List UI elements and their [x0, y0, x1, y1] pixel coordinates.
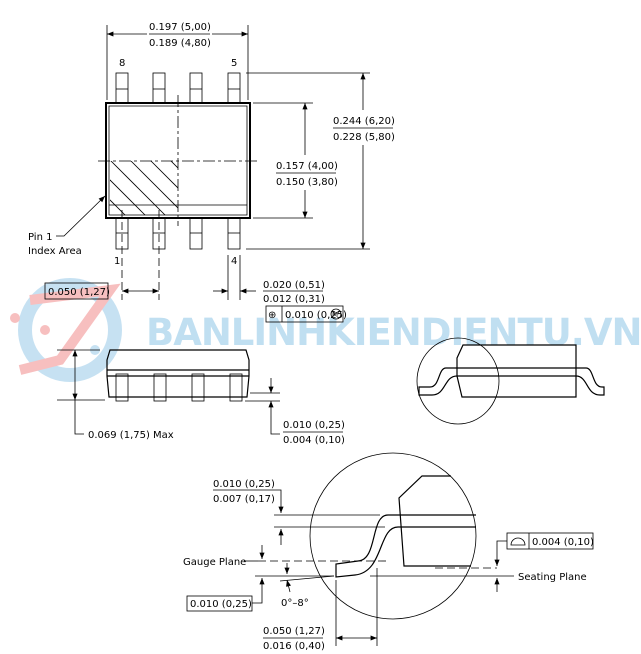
overall-width-min-label: 0.228 (5,80)	[333, 132, 395, 143]
mmc-symbol-icon: M	[332, 311, 338, 319]
pitch-box	[44, 282, 109, 300]
gauge-offset-label: 0.010 (0,25)	[190, 599, 252, 610]
end-view	[416, 337, 605, 425]
pin1-index-hatch	[110, 161, 178, 215]
position-tolerance-box	[265, 305, 344, 323]
lead-detail-view: 0.010 (0,25) 0.007 (0,17) Gauge Plane 0.…	[183, 452, 594, 652]
lead-thickness-max-label: 0.010 (0,25)	[213, 479, 275, 490]
foot-length-max-label: 0.050 (1,27)	[263, 626, 325, 637]
pin1-index-label-1: Pin 1	[28, 232, 52, 243]
foot-length-min-label: 0.016 (0,40)	[263, 641, 325, 652]
pin1-index-label-2: Index Area	[28, 246, 82, 257]
overall-width-max-label: 0.244 (6,20)	[333, 116, 395, 127]
lead-width-min-label: 0.012 (0,31)	[263, 294, 325, 305]
height-max-label: 0.069 (1,75) Max	[88, 430, 174, 441]
coplanarity-box	[506, 532, 594, 550]
position-tolerance-label: 0.010 (0,25)	[285, 310, 347, 321]
body-width-max-label: 0.157 (4,00)	[276, 161, 338, 172]
position-symbol-icon: ⊕	[268, 310, 276, 321]
gauge-offset-box	[186, 595, 253, 612]
gauge-plane-label: Gauge Plane	[183, 557, 246, 568]
pin-8-label: 8	[119, 58, 125, 69]
body-width-min-label: 0.150 (3,80)	[276, 177, 338, 188]
profile-surface-icon	[510, 537, 526, 546]
top-view: 0.197 (5,00) 0.189 (4,80) 8 5 1 4 0.157 …	[28, 22, 395, 323]
length-max-label: 0.197 (5,00)	[149, 22, 211, 33]
watermark-logo	[10, 278, 122, 382]
pin-5-label: 5	[231, 58, 237, 69]
side-view: 0.069 (1,75) Max 0.010 (0,25) 0.004 (0,1…	[57, 349, 345, 446]
standoff-max-label: 0.010 (0,25)	[283, 420, 345, 431]
pitch-label: 0.050 (1,27)	[48, 287, 110, 298]
watermark-text: BANLINHKIENDIENTU.VN	[146, 311, 641, 354]
coplanarity-label: 0.004 (0,10)	[532, 537, 594, 548]
pin-4-label: 4	[231, 256, 237, 267]
length-min-label: 0.189 (4,80)	[149, 38, 211, 49]
seating-plane-label: Seating Plane	[518, 572, 587, 583]
lead-width-max-label: 0.020 (0,51)	[263, 280, 325, 291]
angle-label: 0°–8°	[281, 598, 309, 609]
pin-1-label: 1	[114, 256, 120, 267]
lead-thickness-min-label: 0.007 (0,17)	[213, 494, 275, 505]
standoff-min-label: 0.004 (0,10)	[283, 435, 345, 446]
